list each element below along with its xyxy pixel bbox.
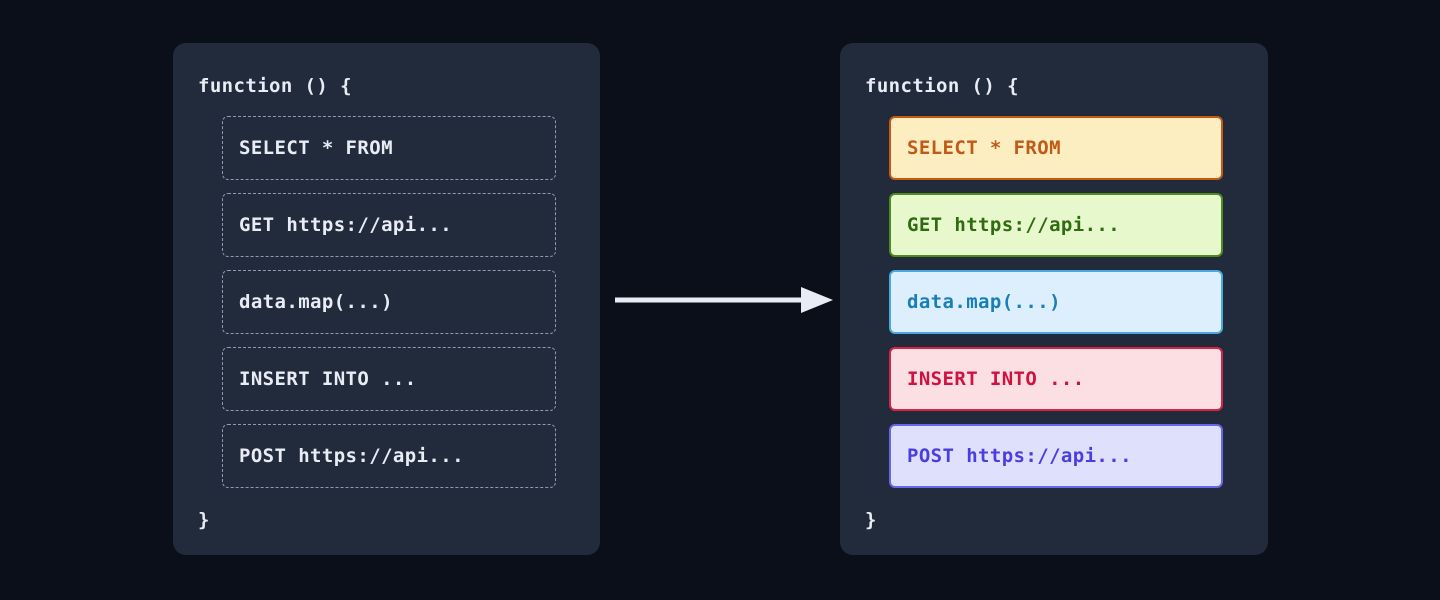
- highlighted-statement-text: data.map(...): [907, 291, 1061, 313]
- before-statement-text: INSERT INTO ...: [239, 368, 417, 390]
- transform-arrow: [607, 282, 833, 322]
- before-statement-text: SELECT * FROM: [239, 137, 393, 159]
- highlighted-statement-row[interactable]: INSERT INTO ...: [889, 347, 1223, 411]
- before-function-close: }: [198, 509, 210, 531]
- before-statement-row: SELECT * FROM: [222, 116, 556, 180]
- highlighted-statement-text: INSERT INTO ...: [907, 368, 1085, 390]
- before-statement-row: INSERT INTO ...: [222, 347, 556, 411]
- highlighted-statement-row[interactable]: POST https://api...: [889, 424, 1223, 488]
- highlighted-statement-text: SELECT * FROM: [907, 137, 1061, 159]
- before-statement-row: GET https://api...: [222, 193, 556, 257]
- after-function-close: }: [865, 509, 877, 531]
- highlighted-statement-row[interactable]: SELECT * FROM: [889, 116, 1223, 180]
- before-function-signature: function () {: [198, 75, 352, 97]
- before-statement-row: data.map(...): [222, 270, 556, 334]
- before-statement-text: data.map(...): [239, 291, 393, 313]
- highlighted-statement-text: POST https://api...: [907, 445, 1132, 467]
- highlighted-statement-text: GET https://api...: [907, 214, 1121, 236]
- arrow-right-icon: [615, 287, 833, 313]
- before-code-panel: function () { SELECT * FROM GET https://…: [173, 43, 600, 555]
- after-code-panel: function () { SELECT * FROM GET https://…: [840, 43, 1268, 555]
- before-statement-text: GET https://api...: [239, 214, 453, 236]
- after-statement-list: SELECT * FROM GET https://api... data.ma…: [889, 116, 1223, 488]
- before-statement-list: SELECT * FROM GET https://api... data.ma…: [222, 116, 556, 488]
- highlighted-statement-row[interactable]: data.map(...): [889, 270, 1223, 334]
- before-statement-row: POST https://api...: [222, 424, 556, 488]
- highlighted-statement-row[interactable]: GET https://api...: [889, 193, 1223, 257]
- before-statement-text: POST https://api...: [239, 445, 464, 467]
- after-function-signature: function () {: [865, 75, 1019, 97]
